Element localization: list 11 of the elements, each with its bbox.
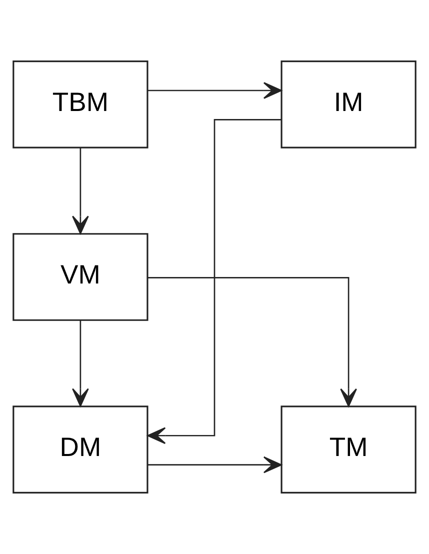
node-box: VM [12, 233, 148, 321]
node-box: IM [280, 60, 416, 148]
arrow [148, 82, 282, 99]
arrow [147, 119, 282, 444]
arrow [72, 320, 89, 407]
node-box: TBM [12, 60, 148, 148]
arrow [148, 456, 282, 474]
arrow [148, 277, 357, 407]
arrow [72, 148, 89, 234]
node-box: DM [12, 406, 148, 494]
node-box: TM [280, 406, 416, 494]
